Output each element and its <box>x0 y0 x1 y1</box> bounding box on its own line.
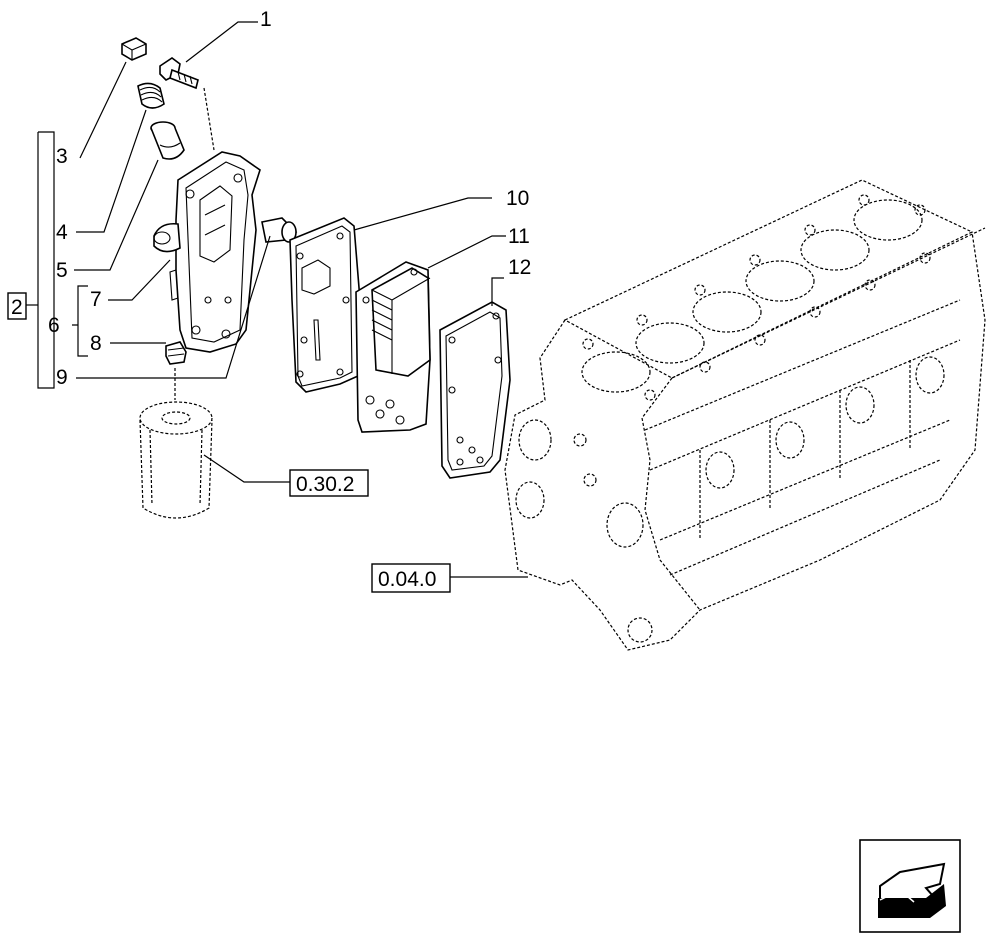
plug-part <box>121 37 147 61</box>
reference-label-oil-filter: 0.30.2 <box>296 473 354 496</box>
spring-part <box>137 82 165 109</box>
bolt-part <box>159 57 199 90</box>
oil-filter-head <box>153 151 261 353</box>
leader-lines <box>26 21 528 578</box>
label-6: 6 <box>48 314 60 337</box>
gasket-part <box>289 217 361 393</box>
oil-filter <box>139 401 213 519</box>
sleeve-part <box>261 217 298 243</box>
valve-sleeve-part <box>150 121 185 160</box>
label-7: 7 <box>90 288 102 311</box>
label-5: 5 <box>56 259 68 282</box>
reference-label-engine-block: 0.04.0 <box>378 568 436 591</box>
label-8: 8 <box>90 332 102 355</box>
reference-oil-filter[interactable]: 0.30.2 <box>289 469 369 497</box>
part-labels: 1 3 4 5 6 7 8 9 10 11 12 2 <box>7 8 531 389</box>
cooler-gasket-part <box>439 301 511 479</box>
small-plug-part <box>165 341 187 365</box>
engine-block <box>504 179 986 651</box>
arrow-left-down-icon[interactable] <box>859 839 961 933</box>
label-9: 9 <box>56 366 68 389</box>
label-12: 12 <box>508 256 531 279</box>
centerline <box>203 87 215 151</box>
label-1: 1 <box>260 8 272 31</box>
reference-engine-block[interactable]: 0.04.0 <box>371 563 451 593</box>
label-11: 11 <box>508 225 530 248</box>
label-4: 4 <box>56 221 68 244</box>
oil-cooler-part <box>355 261 431 433</box>
label-3: 3 <box>56 145 68 168</box>
label-2: 2 <box>11 296 23 319</box>
label-10: 10 <box>506 187 529 210</box>
